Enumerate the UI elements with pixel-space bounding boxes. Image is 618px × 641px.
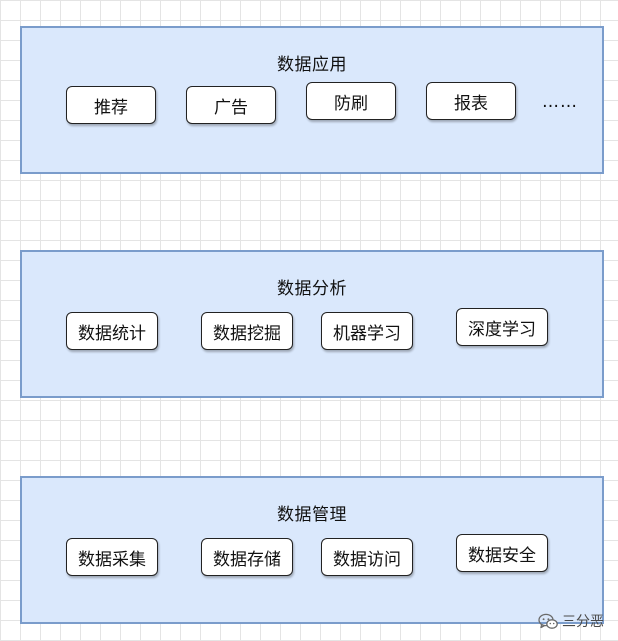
node-deep-learning[interactable]: 深度学习 [456, 308, 548, 346]
layer-data-analysis: 数据分析 数据统计 数据挖掘 机器学习 深度学习 [20, 250, 604, 398]
node-data-storage[interactable]: 数据存储 [201, 538, 293, 576]
node-anti-fraud[interactable]: 防刷 [306, 82, 396, 120]
node-advertising[interactable]: 广告 [186, 86, 276, 124]
node-data-collection[interactable]: 数据采集 [66, 538, 158, 576]
node-report[interactable]: 报表 [426, 82, 516, 120]
node-statistics[interactable]: 数据统计 [66, 312, 158, 350]
watermark: 三分恶 [538, 611, 604, 631]
node-recommend[interactable]: 推荐 [66, 86, 156, 124]
layer-title: 数据分析 [277, 279, 347, 299]
wechat-icon [538, 613, 558, 630]
node-data-security[interactable]: 数据安全 [456, 534, 548, 572]
node-data-access[interactable]: 数据访问 [321, 538, 413, 576]
node-data-mining[interactable]: 数据挖掘 [201, 312, 293, 350]
layer-data-application: 数据应用 推荐 广告 防刷 报表 …… [20, 26, 604, 174]
layer-data-management: 数据管理 数据采集 数据存储 数据访问 数据安全 [20, 476, 604, 624]
node-machine-learning[interactable]: 机器学习 [321, 312, 413, 350]
more-ellipsis: …… [542, 92, 578, 112]
layer-title: 数据应用 [277, 55, 347, 75]
watermark-text: 三分恶 [562, 614, 604, 630]
layer-title: 数据管理 [277, 505, 347, 525]
